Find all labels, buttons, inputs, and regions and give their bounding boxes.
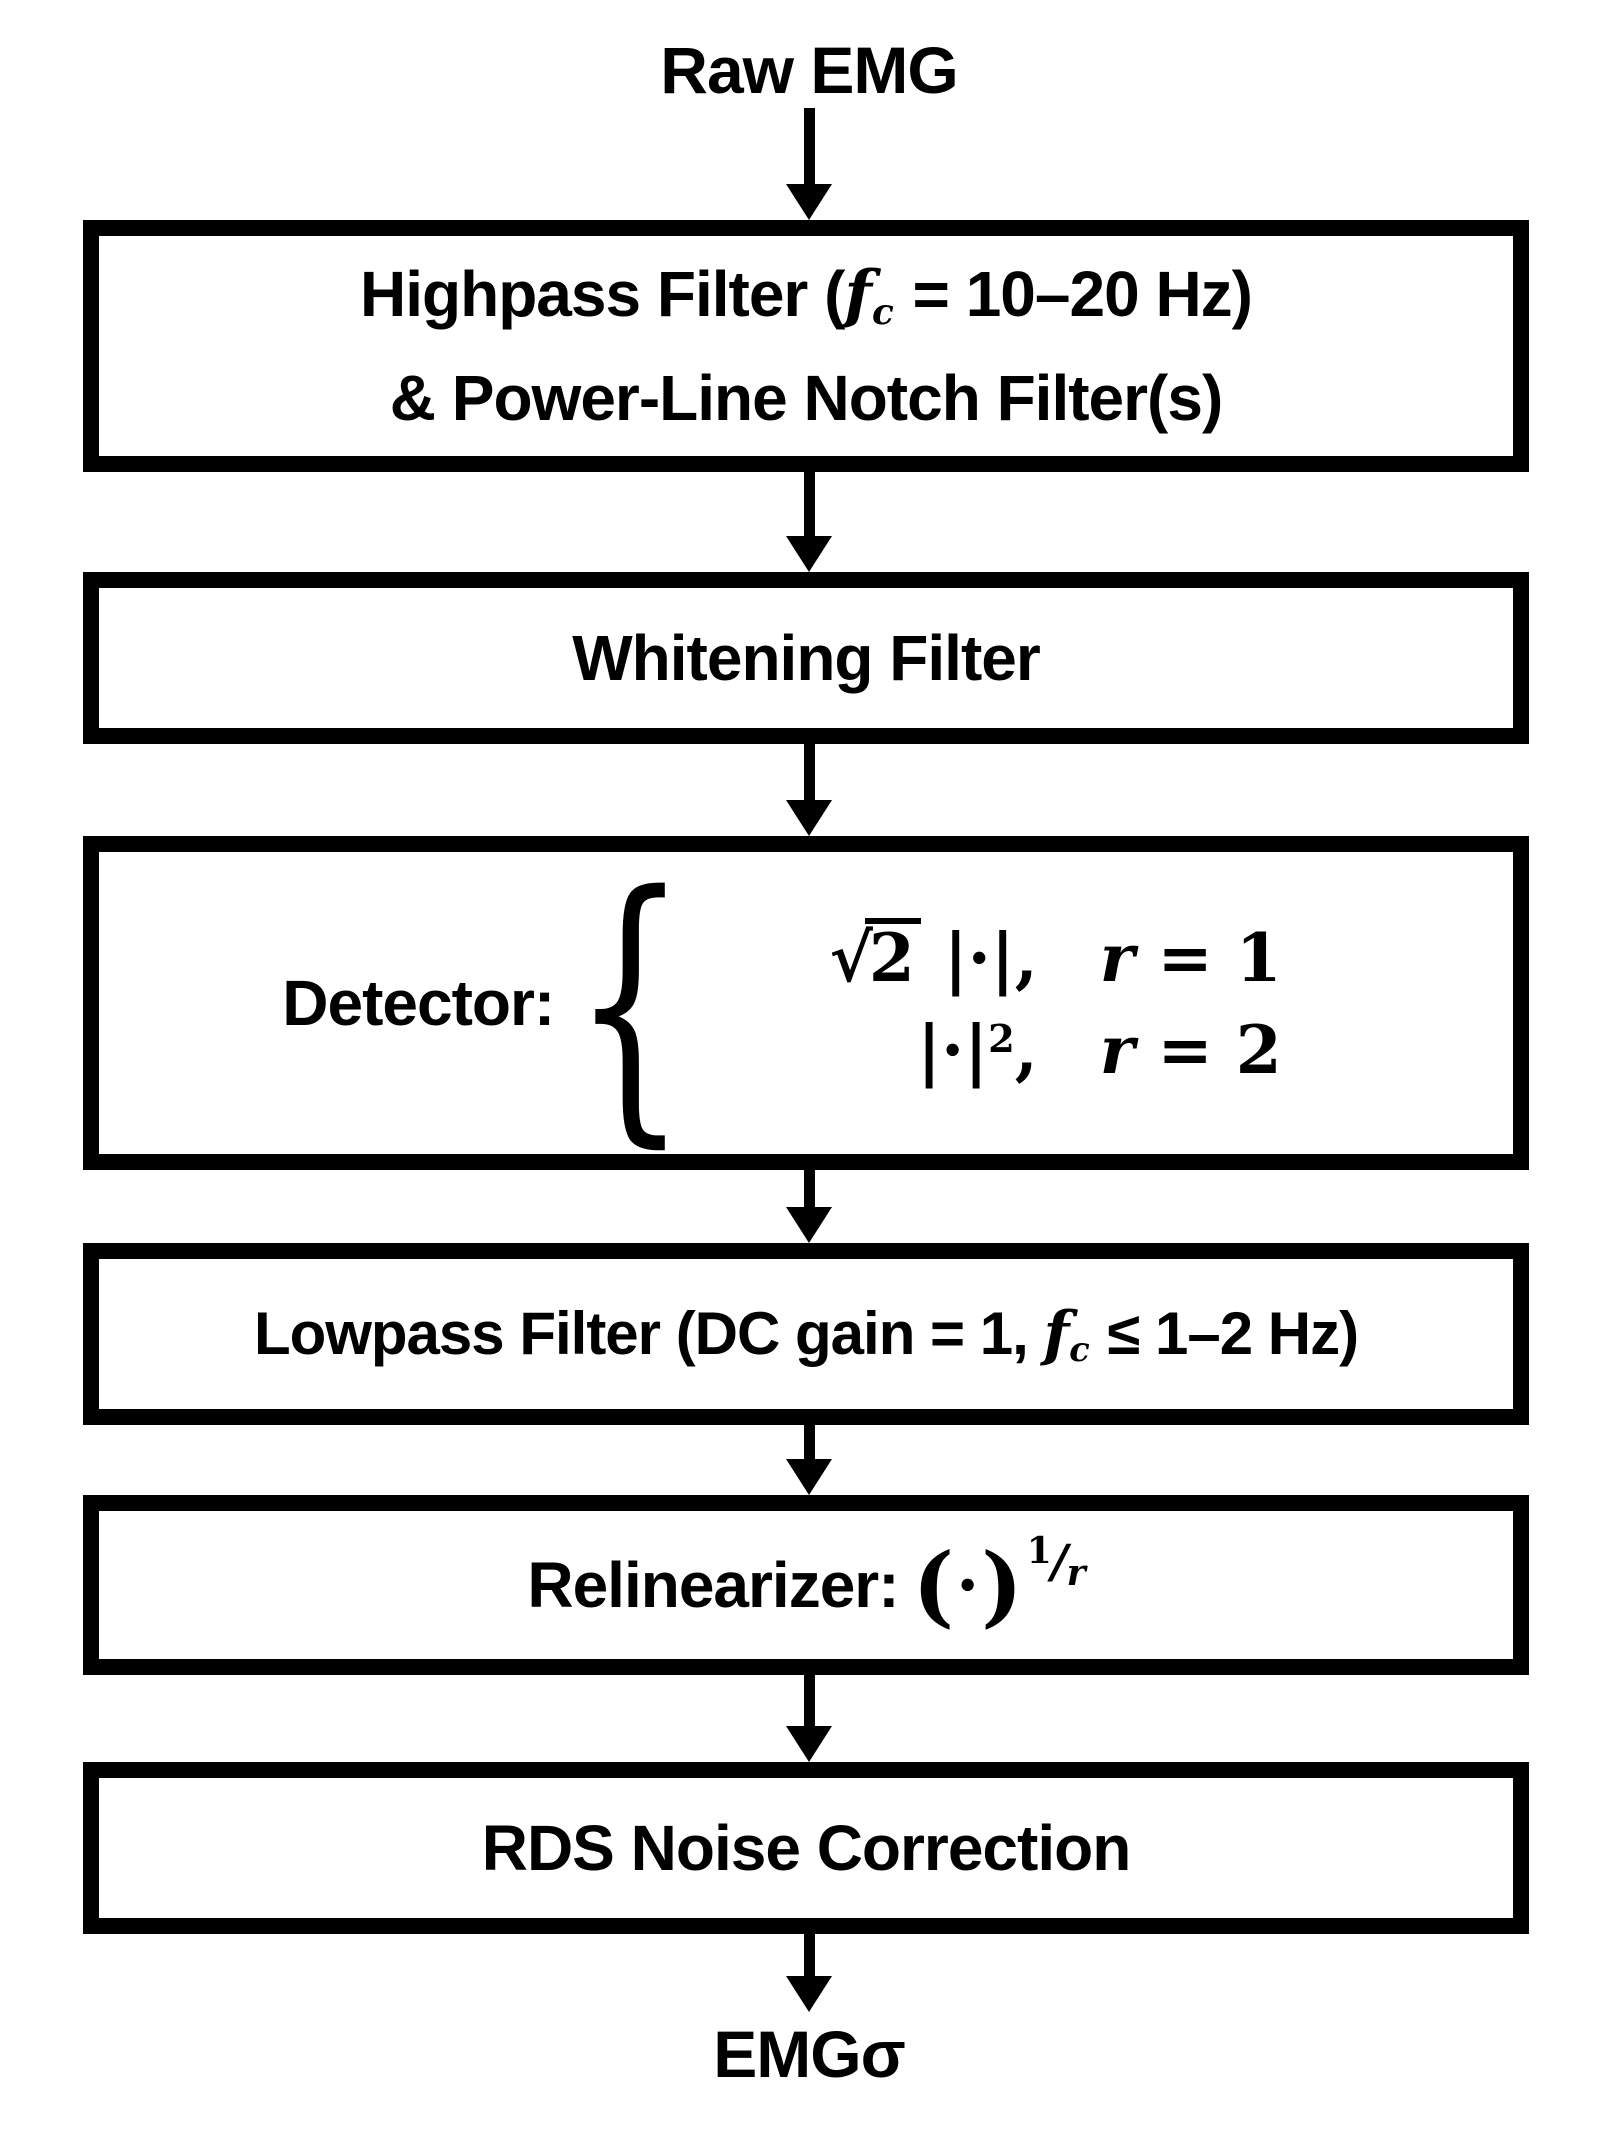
flow-arrow-2 xyxy=(0,472,1618,572)
lowpass-label: Lowpass Filter (DC gain = 1, fc ≤ 1–2 Hz… xyxy=(253,1286,1359,1382)
relinearizer-label: Relinearizer: xyxy=(527,1549,899,1621)
arrow-stem xyxy=(803,1675,815,1728)
arrow-head-icon xyxy=(786,1207,832,1243)
exponent-one-over-r: 1/r xyxy=(1026,1518,1086,1594)
open-paren: ( xyxy=(912,1533,955,1637)
detector-content: Detector: { √2 |·|, r = 1 |·|2, r = 2 xyxy=(282,834,1330,1172)
subscript-c: c xyxy=(1069,1329,1089,1370)
exponent-numerator: 1 xyxy=(1026,1529,1052,1572)
output-label: EMGσ xyxy=(713,2017,906,2091)
flow-arrow-4 xyxy=(0,1170,1618,1243)
detector-cases: √2 |·|, r = 1 |·|2, r = 2 xyxy=(708,917,1330,1089)
arrow-stem xyxy=(803,1934,815,1978)
flow-box-relinearizer: Relinearizer: ( · ) 1/r xyxy=(83,1495,1529,1675)
left-brace: { xyxy=(573,834,687,1172)
arrow-stem xyxy=(803,1425,815,1461)
sqrt-radicand: 2 xyxy=(864,917,921,993)
absolute-value-expr: |·|, xyxy=(920,918,1038,997)
arrow-head-icon xyxy=(786,1459,832,1495)
arrow-head-icon xyxy=(786,184,832,220)
flow-arrow-6 xyxy=(0,1675,1618,1762)
relinearizer-content: Relinearizer: ( · ) 1/r xyxy=(527,1530,1086,1637)
flow-arrow-3 xyxy=(0,744,1618,836)
lowpass-text-suffix: ≤ 1–2 Hz) xyxy=(1091,1300,1359,1367)
arrow-stem xyxy=(803,472,815,538)
arrow-stem xyxy=(803,108,815,186)
case1-condition: r = 1 xyxy=(1100,919,1330,997)
math-f-italic: f xyxy=(844,257,872,333)
case1-condition-value: = 1 xyxy=(1134,918,1282,997)
detector-label: Detector: xyxy=(282,967,555,1039)
flow-box-lowpass: Lowpass Filter (DC gain = 1, fc ≤ 1–2 Hz… xyxy=(83,1243,1529,1425)
flow-arrow-output xyxy=(0,1934,1618,2012)
case2-expression: |·|2, xyxy=(708,1011,1038,1089)
case2-condition-value: = 2 xyxy=(1134,1010,1282,1089)
math-r-italic: r xyxy=(1099,1010,1135,1089)
highpass-line2: & Power-Line Notch Filter(s) xyxy=(389,361,1223,434)
detector-case-1: √2 |·|, r = 1 xyxy=(708,917,1330,997)
highpass-text-prefix: Highpass Filter ( xyxy=(360,258,845,331)
absolute-value-expr: |·| xyxy=(917,1010,989,1089)
flow-box-highpass-notch: Highpass Filter (fc = 10–20 Hz) & Power-… xyxy=(83,220,1529,472)
exponent-denominator-r: r xyxy=(1066,1551,1086,1594)
flow-arrow-5 xyxy=(0,1425,1618,1495)
case2-condition: r = 2 xyxy=(1100,1011,1330,1089)
subscript-c: c xyxy=(871,290,894,333)
lowpass-text-prefix: Lowpass Filter (DC gain = 1, xyxy=(253,1300,1044,1367)
math-f-italic: f xyxy=(1043,1299,1069,1369)
arrow-head-icon xyxy=(786,1976,832,2012)
fraction-slash: / xyxy=(1050,1533,1068,1588)
whitening-label: Whitening Filter xyxy=(572,621,1040,694)
flow-box-whitening: Whitening Filter xyxy=(83,572,1529,744)
rds-label: RDS Noise Correction xyxy=(481,1811,1132,1884)
arrow-head-icon xyxy=(786,1726,832,1762)
case2-comma: , xyxy=(1014,1010,1038,1089)
flow-box-rds: RDS Noise Correction xyxy=(83,1762,1529,1934)
highpass-line1: Highpass Filter (fc = 10–20 Hz) xyxy=(360,243,1253,346)
detector-case-2: |·|2, r = 2 xyxy=(708,1011,1330,1089)
close-paren: ) xyxy=(981,1533,1023,1637)
exponent-2: 2 xyxy=(988,1016,1015,1062)
arrow-stem xyxy=(803,744,815,802)
arrow-stem xyxy=(803,1170,815,1209)
case1-expression: √2 |·|, xyxy=(708,917,1038,997)
flow-arrow-input xyxy=(0,108,1618,220)
arrow-head-icon xyxy=(786,800,832,836)
flow-box-detector: Detector: { √2 |·|, r = 1 |·|2, r = 2 xyxy=(83,836,1529,1170)
arrow-head-icon xyxy=(786,536,832,572)
math-r-italic: r xyxy=(1099,918,1135,997)
input-label: Raw EMG xyxy=(660,33,958,107)
sqrt-radical-icon: √ xyxy=(829,918,873,997)
middle-dot: · xyxy=(956,1546,979,1624)
highpass-text-suffix: = 10–20 Hz) xyxy=(895,258,1253,331)
relinearizer-formula: ( · ) 1/r xyxy=(912,1530,1086,1637)
